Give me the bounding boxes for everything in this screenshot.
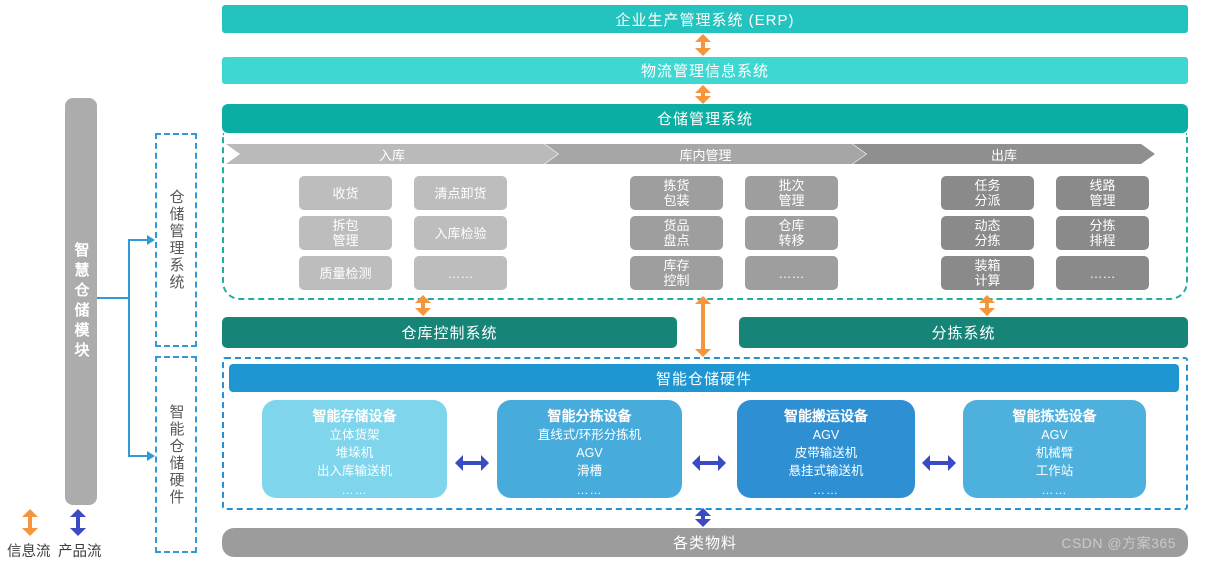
smart-warehouse-hardware-bar: 智能仓储硬件 [229, 364, 1179, 392]
product-flow-arrow-icon [70, 509, 86, 536]
storage-equipment-box: 智能存储设备 立体货架 堆垛机 出入库输送机 …… [262, 400, 447, 498]
cell-warehouse-transfer: 仓库 转移 [745, 216, 838, 250]
storage-item: 立体货架 [329, 428, 380, 442]
picking-equipment-box: 智能拣选设备 AGV 机械臂 工作站 …… [963, 400, 1146, 498]
outbound-cell-group: 任务 分派 线路 管理 动态 分拣 分拣 排程 装箱 计算 …… [941, 176, 1149, 290]
transport-picking-arrow-icon [922, 455, 956, 471]
picking-equipment-title: 智能拣选设备 [1012, 408, 1097, 424]
erp-system-bar: 企业生产管理系统 (ERP) [222, 5, 1188, 33]
transport-more: …… [813, 483, 839, 497]
wms-hardware-flow-arrow-icon [695, 296, 711, 357]
sorting-item: 直线式/环形分拣机 [537, 428, 642, 442]
cell-count-unload: 清点卸货 [414, 176, 507, 210]
warehouse-control-system-bar: 仓库控制系统 [222, 317, 677, 348]
storage-item: 堆垛机 [335, 446, 374, 460]
sorting-system-bar: 分拣系统 [739, 317, 1188, 348]
cell-outbound-more: …… [1056, 256, 1149, 290]
inbound-cell-group: 收货 清点卸货 拆包 管理 入库检验 质量检测 …… [299, 176, 507, 290]
hardware-materials-arrow-icon [695, 508, 711, 527]
stage-outbound-chevron: 出库 [853, 144, 1155, 164]
stage-inwarehouse-chevron: 库内管理 [545, 144, 866, 164]
cell-goods-inventory: 货品 盘点 [630, 216, 723, 250]
cell-route-manage: 线路 管理 [1056, 176, 1149, 210]
picking-item: AGV [1041, 428, 1068, 442]
cell-dynamic-sorting: 动态 分拣 [941, 216, 1034, 250]
sorting-item: AGV [576, 446, 603, 460]
picking-item: 机械臂 [1035, 446, 1074, 460]
cell-unpack-manage: 拆包 管理 [299, 216, 392, 250]
stage-inbound-chevron: 入库 [226, 144, 558, 164]
sorting-equipment-box: 智能分拣设备 直线式/环形分拣机 AGV 滑槽 …… [497, 400, 682, 498]
connector-branch-top [130, 239, 147, 241]
logistics-info-system-bar: 物流管理信息系统 [222, 57, 1188, 84]
sorting-item: 滑槽 [576, 464, 602, 478]
smart-warehouse-module-pillar: 智慧仓储模块 [65, 98, 97, 505]
storage-sorting-arrow-icon [455, 455, 489, 471]
cell-receiving: 收货 [299, 176, 392, 210]
cell-task-dispatch: 任务 分派 [941, 176, 1034, 210]
inwarehouse-cell-group: 拣货 包装 批次 管理 货品 盘点 仓库 转移 库存 控制 …… [630, 176, 838, 290]
picking-more: …… [1041, 483, 1068, 497]
wms-section-label-box: 仓储管理系统 [155, 133, 197, 347]
storage-equipment-title: 智能存储设备 [312, 408, 397, 424]
transport-equipment-box: 智能搬运设备 AGV 皮带输送机 悬挂式输送机 …… [737, 400, 915, 498]
watermark: CSDN @方案365 [1061, 534, 1176, 551]
cell-batch-manage: 批次 管理 [745, 176, 838, 210]
connector-line-vertical [128, 239, 130, 457]
connector-arrowhead-bottom-icon [147, 451, 155, 461]
materials-bar: 各类物料 CSDN @方案365 [222, 528, 1188, 557]
info-flow-arrow-icon [22, 509, 38, 536]
wms-wcs-flow-arrow-icon [415, 295, 431, 316]
connector-line-horizontal [97, 297, 128, 299]
cell-sorting-schedule: 分拣 排程 [1056, 216, 1149, 250]
info-flow-label: 信息流 [7, 544, 51, 560]
product-flow-label: 产品流 [58, 544, 102, 560]
cell-carton-calc: 装箱 计算 [941, 256, 1034, 290]
wms-sorting-flow-arrow-icon [979, 295, 995, 316]
cell-inwarehouse-more: …… [745, 256, 838, 290]
cell-inbound-inspect: 入库检验 [414, 216, 507, 250]
cell-quality-check: 质量检测 [299, 256, 392, 290]
cell-stock-control: 库存 控制 [630, 256, 723, 290]
cell-pick-pack: 拣货 包装 [630, 176, 723, 210]
sorting-transport-arrow-icon [692, 455, 726, 471]
connector-arrowhead-top-icon [147, 235, 155, 245]
transport-item: 皮带输送机 [794, 446, 858, 460]
transport-equipment-title: 智能搬运设备 [784, 408, 868, 424]
storage-more: …… [341, 483, 368, 497]
transport-item: AGV [812, 428, 840, 442]
transport-item: 悬挂式输送机 [788, 464, 864, 478]
connector-branch-bottom [130, 455, 147, 457]
storage-item: 出入库输送机 [316, 464, 392, 478]
picking-item: 工作站 [1035, 464, 1074, 478]
warehouse-management-system-bar: 仓储管理系统 [222, 104, 1188, 133]
hardware-section-label-box: 智能仓储硬件 [155, 356, 197, 553]
lmis-wms-flow-arrow-icon [695, 85, 711, 104]
cell-inbound-more: …… [414, 256, 507, 290]
sorting-more: …… [576, 483, 603, 497]
erp-lmis-flow-arrow-icon [695, 34, 711, 56]
materials-label: 各类物料 [672, 535, 737, 552]
sorting-equipment-title: 智能分拣设备 [547, 408, 632, 424]
